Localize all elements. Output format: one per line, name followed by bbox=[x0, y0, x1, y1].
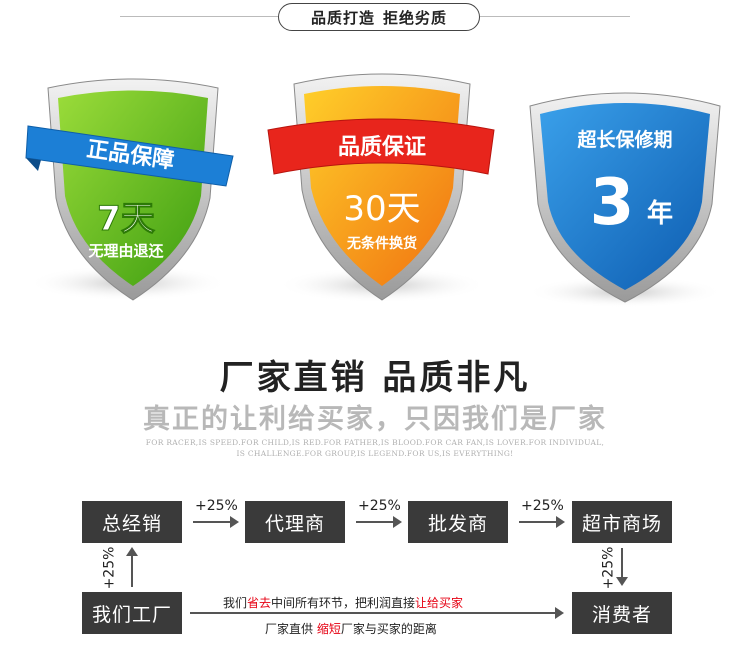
node-general-distributor: 总经销 bbox=[82, 501, 182, 543]
banner-rule-left bbox=[120, 16, 278, 17]
badge-ribbon-text: 品质保证 bbox=[338, 135, 426, 160]
markup-label-3: +25% bbox=[521, 498, 564, 514]
badge-small-text: 无条件换货 bbox=[346, 235, 417, 252]
arrow-right-1 bbox=[193, 516, 239, 528]
ribbon-tail bbox=[26, 158, 41, 171]
arrow-direct bbox=[190, 607, 564, 619]
note1-part-a: 我们 bbox=[223, 596, 248, 610]
badge-small-text: 无理由退还 bbox=[87, 242, 164, 260]
headline: 厂家直销 品质非凡 bbox=[219, 358, 531, 398]
banner-right-text: 拒绝劣质 bbox=[383, 8, 448, 27]
arrow-down bbox=[616, 548, 628, 586]
direct-note-1: 我们省去中间所有环节，把利润直接让给买家 bbox=[223, 594, 463, 611]
badge-genuine: 正品保障 7天 无理由退还 bbox=[18, 78, 248, 308]
direct-note-2: 厂家直供 缩短厂家与买家的距离 bbox=[265, 620, 437, 637]
english-line-1: FOR RACER,IS SPEED.FOR CHILD,IS RED.FOR … bbox=[145, 438, 605, 447]
markup-label-2: +25% bbox=[358, 498, 401, 514]
badge-top-text: 超长保修期 bbox=[576, 128, 672, 151]
note2-part-a: 厂家直供 bbox=[265, 622, 317, 636]
arrow-up bbox=[126, 547, 138, 587]
node-our-factory: 我们工厂 bbox=[82, 592, 182, 634]
banner-pill: 品质打造 拒绝劣质 bbox=[278, 3, 480, 31]
note1-part-d: 让给买家 bbox=[415, 596, 464, 610]
badge-big-unit: 年 bbox=[647, 198, 673, 229]
node-wholesaler: 批发商 bbox=[408, 501, 508, 543]
badge-big-text: 7天 bbox=[97, 199, 155, 239]
markup-label-1: +25% bbox=[195, 498, 238, 514]
note1-part-b: 省去 bbox=[247, 596, 272, 610]
note2-part-b: 缩短 bbox=[316, 622, 341, 636]
badge-big-text: 30天 bbox=[343, 189, 420, 229]
shield-body bbox=[540, 103, 710, 290]
banner-rule-right bbox=[480, 16, 630, 17]
node-agent: 代理商 bbox=[245, 501, 345, 543]
markup-label-vertical-right: +25% bbox=[600, 546, 617, 590]
badge-big-number: 3 bbox=[590, 166, 635, 240]
ribbon bbox=[267, 118, 495, 175]
badge-quality: 品质保证 30天 无条件换货 bbox=[262, 70, 502, 310]
node-supermarket: 超市商场 bbox=[572, 501, 672, 543]
badge-warranty: 超长保修期 3 年 bbox=[520, 84, 730, 314]
ribbon bbox=[25, 125, 234, 187]
banner-left-text: 品质打造 bbox=[310, 8, 375, 27]
node-consumer: 消费者 bbox=[572, 592, 672, 634]
markup-label-vertical-left: +25% bbox=[101, 546, 118, 590]
arrow-right-2 bbox=[356, 516, 402, 528]
note1-part-c: 中间所有环节，把利润直接 bbox=[271, 596, 416, 610]
shield-body bbox=[304, 86, 460, 286]
note2-part-c: 厂家与买家的距离 bbox=[340, 622, 437, 636]
subheadline: 真正的让利给买家，只因我们是厂家 bbox=[143, 404, 607, 435]
english-line-2: IS CHALLENGE.FOR GROUP,IS LEGEND.FOR US,… bbox=[236, 449, 514, 458]
arrow-right-3 bbox=[519, 516, 565, 528]
